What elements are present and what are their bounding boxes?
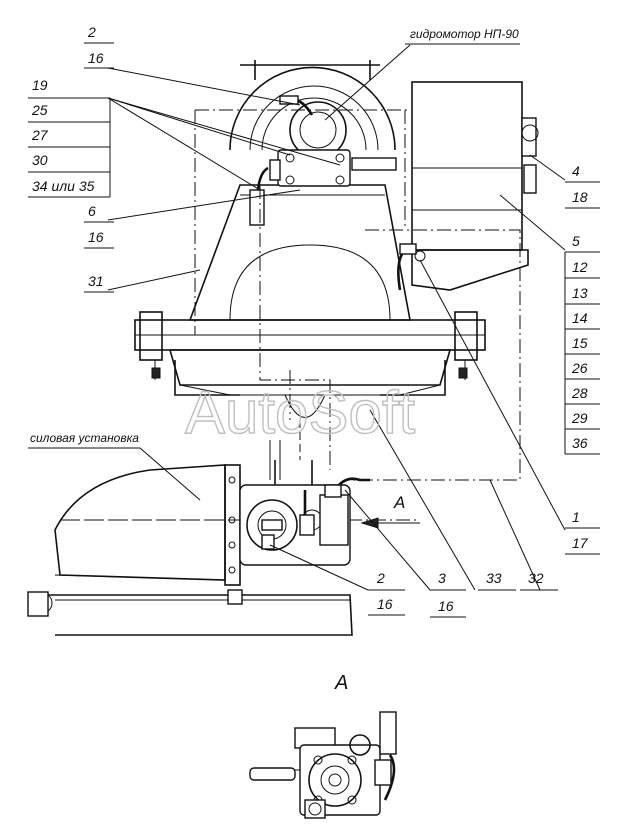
view-arrow-letter: А [393,493,405,512]
callout-number: 1 [572,509,580,525]
caption-text: гидромотор НП-90 [410,27,519,41]
callout-number: 34 или 35 [32,178,95,194]
callout-2-16-top: 2 16 [84,24,114,69]
callout-number: 19 [32,77,48,93]
callout-number: 6 [88,203,96,219]
callout-number: 30 [32,152,48,168]
oil-tank [411,81,539,291]
callout-1-17: 1 17 [565,509,600,555]
caption-power-unit: силовая установка [28,431,140,449]
callout-number: 28 [571,385,588,401]
callout-number: 17 [572,535,589,551]
callout-number: 16 [377,596,393,612]
callout-left-group: 19 25 27 30 34 или 35 [28,77,111,198]
callout-number: 15 [572,335,588,351]
callout-number: 29 [571,410,588,426]
view-a-title: А [334,672,348,694]
callout-number: 5 [572,233,580,249]
callout-33: 33 [478,570,516,591]
callout-right-group: 5 12 13 14 15 26 28 29 36 [564,233,600,455]
callout-number: 2 [376,570,385,586]
caption-hydromotor: гидромотор НП-90 [405,27,520,45]
callout-number: 12 [572,259,588,275]
callout-31: 31 [84,273,114,293]
callout-2-16-bottom: 2 16 [368,570,405,616]
pump [239,440,370,566]
callout-number: 16 [88,229,104,245]
callout-number: 16 [438,598,454,614]
callout-number: 36 [572,435,588,451]
hydromotor-unit [249,95,397,226]
callout-number: 32 [528,570,544,586]
caption-text: силовая установка [30,431,139,445]
callout-number: 2 [87,24,96,40]
view-arrow [360,517,420,529]
watermark: AutoSoft [185,379,415,446]
hydraulic-lines [194,109,521,481]
view-a-detail [249,711,397,819]
callout-number: 27 [31,127,49,143]
callout-number: 13 [572,285,588,301]
callout-number: 31 [88,273,104,289]
callout-4-18: 4 18 [565,163,600,209]
power-unit [27,464,420,636]
callout-number: 4 [572,163,580,179]
callout-32: 32 [520,570,558,591]
callout-number: 18 [572,189,588,205]
callout-3-16: 3 16 [430,570,466,618]
callout-6-16: 6 16 [84,203,114,249]
leader-lines [107,44,566,591]
callout-number: 3 [438,570,446,586]
callout-number: 14 [572,310,588,326]
callout-number: 16 [88,50,104,66]
callout-number: 25 [31,102,48,118]
callout-number: 26 [571,360,588,376]
callout-number: 33 [486,570,502,586]
